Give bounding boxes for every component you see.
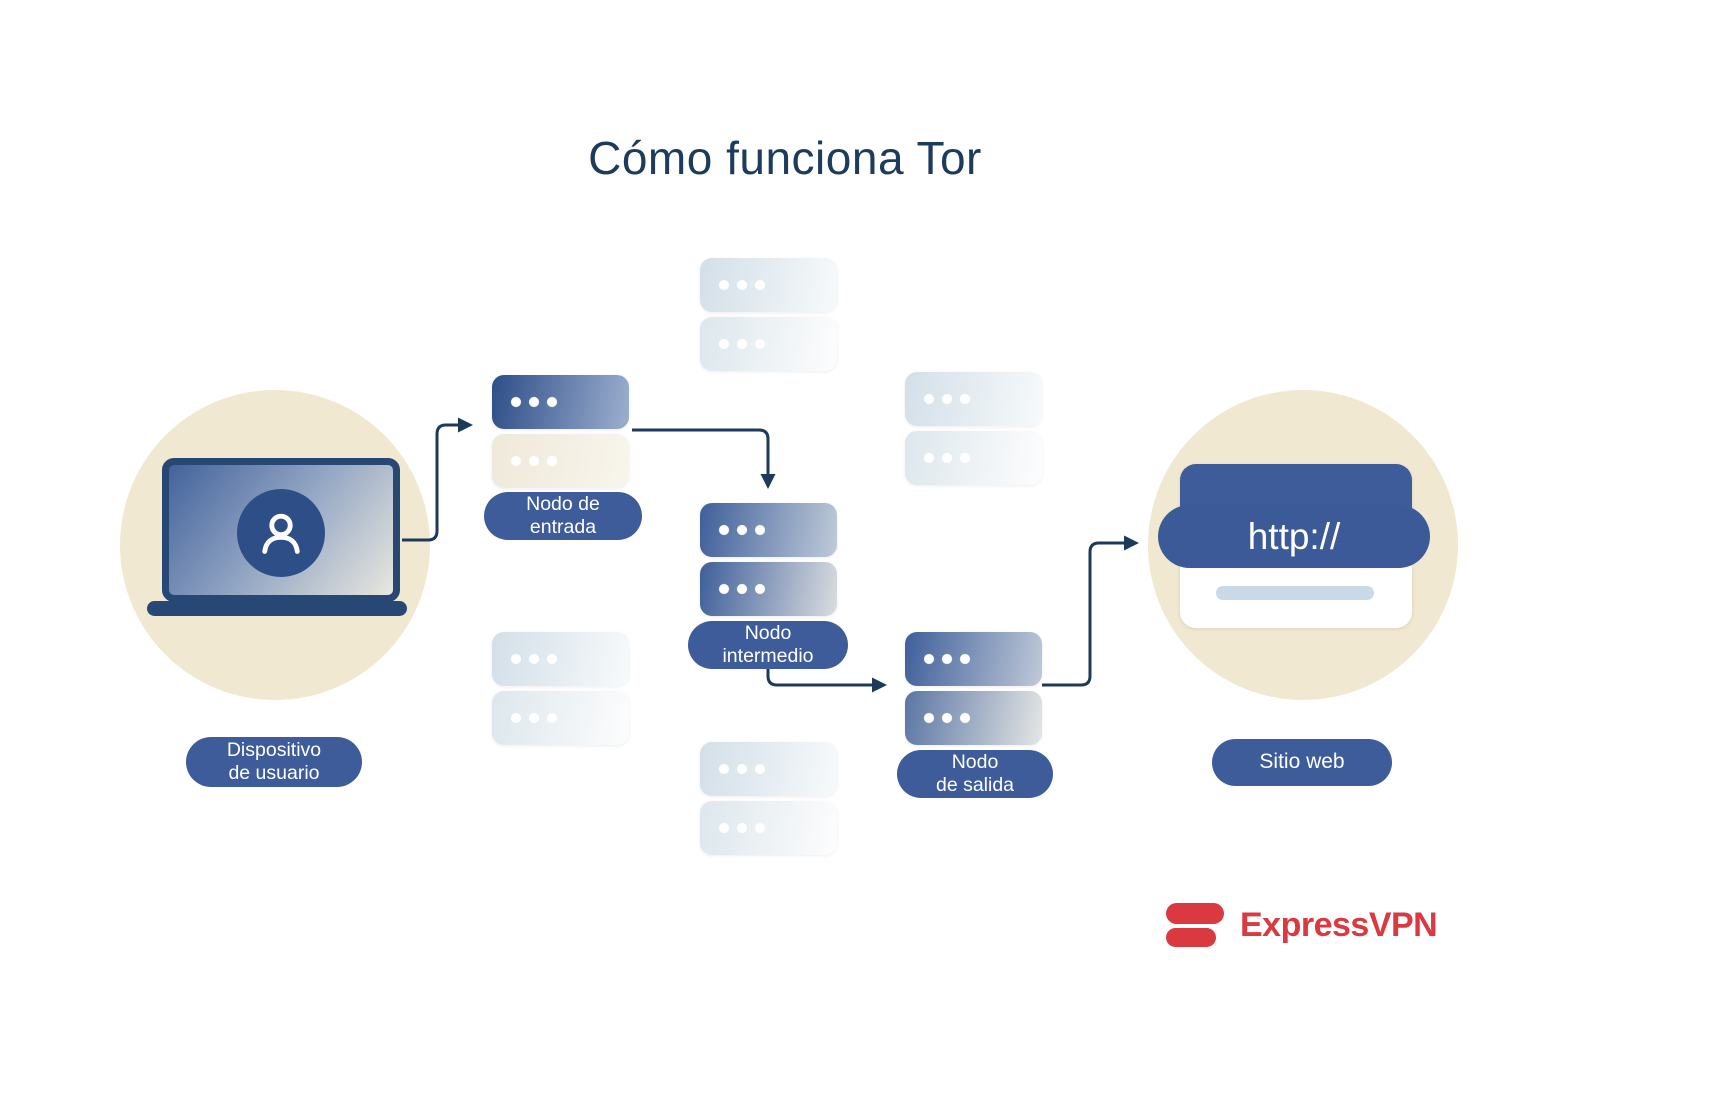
device-label-line2: de usuario: [228, 762, 320, 784]
diagram-title: Cómo funciona Tor: [588, 131, 982, 184]
exit-node-label: Nodo de salida: [897, 750, 1053, 798]
arrow-entry-to-middle: [632, 428, 776, 489]
server-stack-relay-1: [700, 258, 837, 371]
server-block: [492, 691, 629, 745]
expressvpn-wordmark: ExpressVPN: [1240, 905, 1438, 944]
middle-label-line2: intermedio: [722, 645, 814, 667]
server-block: [700, 503, 837, 557]
server-block: [492, 434, 629, 488]
browser-top-bar: [1180, 464, 1412, 510]
server-block: [700, 317, 837, 371]
device-label-line1: Dispositivo: [226, 739, 322, 761]
exit-label-line1: Nodo: [951, 751, 999, 773]
server-stack-relay-2: [905, 372, 1042, 485]
expressvpn-logo-icon: [1166, 903, 1224, 947]
entry-label-line2: entrada: [529, 516, 597, 538]
server-block: [905, 431, 1042, 485]
url-text: http://: [1247, 515, 1341, 557]
website-label: Sitio web: [1212, 739, 1392, 786]
server-block: [492, 632, 629, 686]
middle-node-label: Nodo intermedio: [688, 621, 848, 669]
server-stack-middle-node: [700, 503, 837, 616]
exit-label-line2: de salida: [935, 774, 1015, 796]
server-stack-exit-node: [905, 632, 1042, 745]
server-block: [905, 691, 1042, 745]
website-label-text: Sitio web: [1259, 750, 1345, 774]
url-pill: http://: [1158, 505, 1430, 568]
device-label: Dispositivo de usuario: [186, 737, 362, 787]
arrow-exit-to-website: [1042, 535, 1139, 687]
browser-content-line: [1216, 586, 1374, 600]
entry-label-line1: Nodo de: [526, 493, 600, 515]
person-icon: [262, 513, 300, 554]
brand-logo: ExpressVPN: [1164, 900, 1438, 950]
laptop-base: [147, 601, 407, 616]
middle-label-line1: Nodo: [744, 622, 792, 644]
user-avatar: [237, 489, 325, 577]
server-block: [700, 562, 837, 616]
server-block: [700, 801, 837, 855]
server-block: [905, 372, 1042, 426]
server-block: [700, 258, 837, 312]
server-stack-entry-node: [492, 375, 629, 488]
server-block: [700, 742, 837, 796]
server-stack-relay-3: [492, 632, 629, 745]
entry-node-label: Nodo de entrada: [484, 492, 642, 540]
server-stack-relay-4: [700, 742, 837, 855]
laptop-screen: [162, 458, 400, 602]
server-block: [905, 632, 1042, 686]
server-block: [492, 375, 629, 429]
